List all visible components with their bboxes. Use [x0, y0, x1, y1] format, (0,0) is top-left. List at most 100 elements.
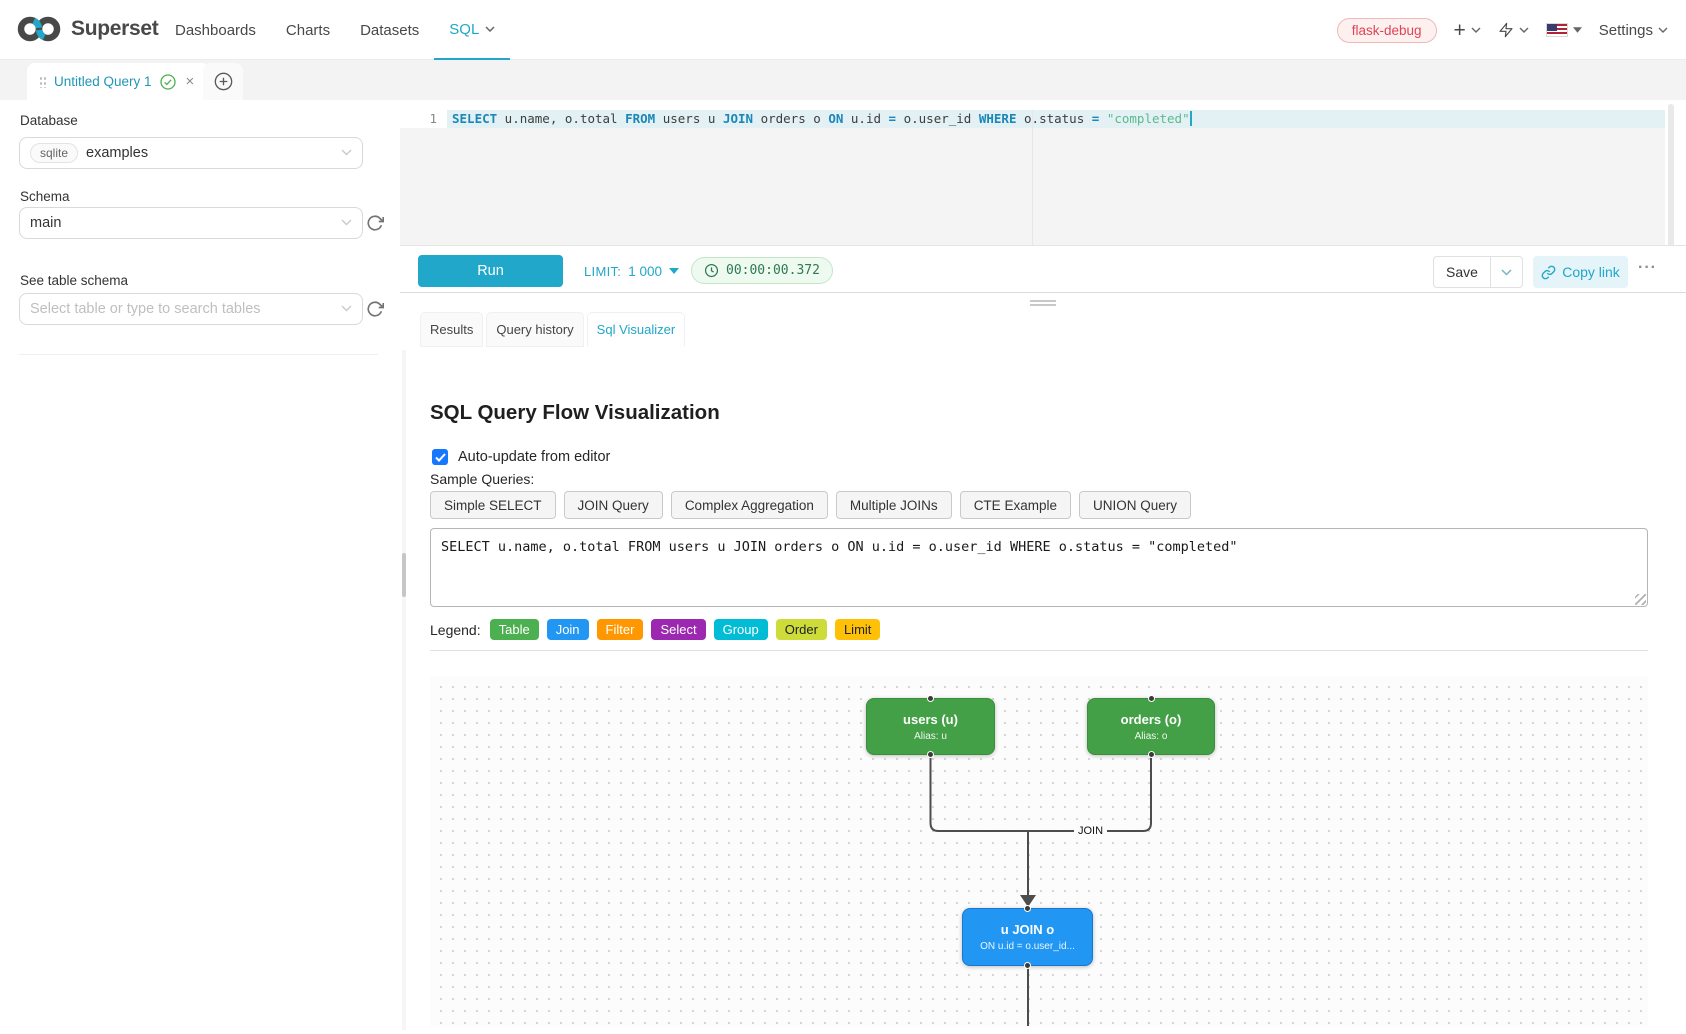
query-textarea[interactable]: SELECT u.name, o.total FROM users u JOIN… — [430, 528, 1648, 607]
result-tab-sql-visualizer[interactable]: Sql Visualizer — [586, 312, 686, 347]
nav-item-datasets[interactable]: Datasets — [345, 0, 434, 60]
clock-icon — [704, 263, 719, 278]
query-tab-label: Untitled Query 1 — [54, 74, 152, 89]
plus-circle-icon — [214, 72, 232, 91]
schema-select[interactable]: main — [19, 207, 363, 239]
auto-update-checkbox[interactable] — [432, 449, 448, 465]
sample-query-button-multiple-joins[interactable]: Multiple JOINs — [835, 491, 952, 519]
limit-label: LIMIT: — [584, 263, 622, 279]
sql-token — [1099, 111, 1107, 126]
nav-item-sql[interactable]: SQL — [434, 0, 511, 60]
chevron-down-icon — [1519, 27, 1529, 33]
limit-dropdown[interactable]: LIMIT: 1 000 — [584, 255, 679, 287]
more-options-icon[interactable]: ··· — [1638, 259, 1657, 276]
language-picker[interactable] — [1545, 23, 1582, 37]
new-query-tab-button[interactable] — [203, 63, 243, 100]
chevron-down-icon — [341, 149, 352, 156]
node-handle-top[interactable] — [927, 695, 934, 702]
query-search-dropdown[interactable] — [1498, 21, 1529, 39]
query-saved-check-icon — [159, 73, 176, 90]
sample-query-button-join-query[interactable]: JOIN Query — [563, 491, 663, 519]
sql-token: FROM — [625, 111, 656, 126]
sql-token: orders o — [753, 111, 829, 126]
sample-query-button-complex-aggregation[interactable]: Complex Aggregation — [670, 491, 828, 519]
timer-value: 00:00:00.372 — [726, 263, 820, 278]
query-tab-untitled-query-1[interactable]: Untitled Query 1 × — [27, 63, 210, 100]
drag-handle-icon[interactable] — [39, 75, 46, 88]
sql-token: users u — [655, 111, 723, 126]
node-handle-top[interactable] — [1147, 695, 1155, 702]
node-handle-bottom[interactable] — [1024, 962, 1031, 969]
editor-scrollbar[interactable] — [1668, 104, 1674, 290]
nav-item-label: Datasets — [360, 21, 420, 39]
sidebar-divider — [19, 354, 378, 355]
join-edge-label: JOIN — [1074, 824, 1108, 838]
copy-link-button[interactable]: Copy link — [1533, 256, 1628, 288]
environment-badge: flask-debug — [1336, 17, 1437, 43]
pane-splitter[interactable] — [400, 292, 1686, 310]
node-handle-bottom[interactable] — [1147, 751, 1155, 758]
check-icon — [434, 452, 446, 462]
legend-divider — [430, 650, 1648, 651]
editor-code-line: SELECT u.name, o.total FROM users u JOIN… — [452, 111, 1192, 126]
sql-token: o.status — [1016, 111, 1092, 126]
sql-token: o.user_id — [896, 111, 979, 126]
result-tab-results[interactable]: Results — [420, 312, 484, 347]
node-title: orders (o) — [1120, 711, 1182, 727]
new-item-dropdown[interactable]: + — [1454, 20, 1481, 41]
sql-token: = — [1091, 111, 1100, 126]
us-flag-icon — [1545, 23, 1568, 37]
pane-scrollbar-thumb[interactable] — [402, 553, 406, 597]
sample-query-button-union-query[interactable]: UNION Query — [1078, 491, 1191, 519]
nav-item-charts[interactable]: Charts — [271, 0, 345, 60]
settings-menu[interactable]: Settings — [1599, 22, 1668, 39]
caret-down-icon — [1572, 27, 1582, 33]
sqllab-sidebar: Database sqlite examples Schema main See… — [0, 100, 398, 1034]
legend-badge-order: Order — [775, 619, 827, 640]
nav-item-label: Dashboards — [175, 21, 256, 39]
database-label: Database — [20, 113, 78, 128]
database-select[interactable]: sqlite examples — [19, 137, 363, 169]
sample-query-button-cte-example[interactable]: CTE Example — [959, 491, 1071, 519]
navbar-right: flask-debug + Settings — [1336, 0, 1668, 60]
nav-item-label: SQL — [449, 20, 480, 38]
flow-node-users[interactable]: users (u)Alias: u — [866, 695, 995, 758]
superset-brand[interactable]: Superset — [16, 14, 159, 44]
save-button[interactable]: Save — [1433, 256, 1490, 288]
flow-canvas[interactable]: JOIN users (u)Alias: u orders (o) Alias: o… — [430, 676, 1648, 1026]
pane-scrollbar-track[interactable] — [402, 350, 406, 1030]
node-handle-top[interactable] — [1024, 905, 1031, 912]
flow-node-orders[interactable]: orders (o) Alias: o — [1087, 695, 1215, 758]
node-handle-bottom[interactable] — [927, 751, 934, 758]
page-title: SQL Query Flow Visualization — [430, 401, 720, 424]
legend-badge-filter: Filter — [596, 619, 644, 640]
chevron-down-icon — [1501, 268, 1512, 276]
schema-label: Schema — [20, 189, 70, 204]
sql-token: u.id — [843, 111, 889, 126]
sample-query-button-simple-select[interactable]: Simple SELECT — [430, 491, 556, 519]
run-button[interactable]: Run — [418, 255, 563, 287]
table-select[interactable]: Select table or type to search tables — [19, 293, 363, 325]
refresh-tables-icon[interactable] — [366, 300, 384, 318]
schema-select-value: main — [30, 215, 62, 231]
copy-link-label: Copy link — [1562, 264, 1620, 280]
node-subtitle: Alias: o — [1134, 730, 1168, 742]
nav-items: Dashboards Charts Datasets SQL — [160, 0, 511, 60]
textarea-resize-handle[interactable] — [1635, 594, 1646, 605]
table-select-placeholder: Select table or type to search tables — [30, 301, 261, 317]
close-tab-icon[interactable]: × — [185, 73, 195, 90]
legend-badge-group: Group — [713, 619, 768, 640]
auto-update-checkbox-row[interactable]: Auto-update from editor — [432, 449, 610, 465]
sql-editor[interactable]: 1 SELECT u.name, o.total FROM users u JO… — [400, 100, 1674, 290]
result-tab-query-history[interactable]: Query history — [486, 312, 584, 347]
save-dropdown-caret[interactable] — [1490, 256, 1523, 288]
sql-token: ON — [828, 111, 844, 126]
nav-item-dashboards[interactable]: Dashboards — [160, 0, 271, 60]
legend-badge-select: Select — [651, 619, 706, 640]
refresh-schemas-icon[interactable] — [366, 214, 384, 232]
chevron-down-icon — [341, 305, 352, 312]
query-timer: 00:00:00.372 — [691, 257, 833, 284]
